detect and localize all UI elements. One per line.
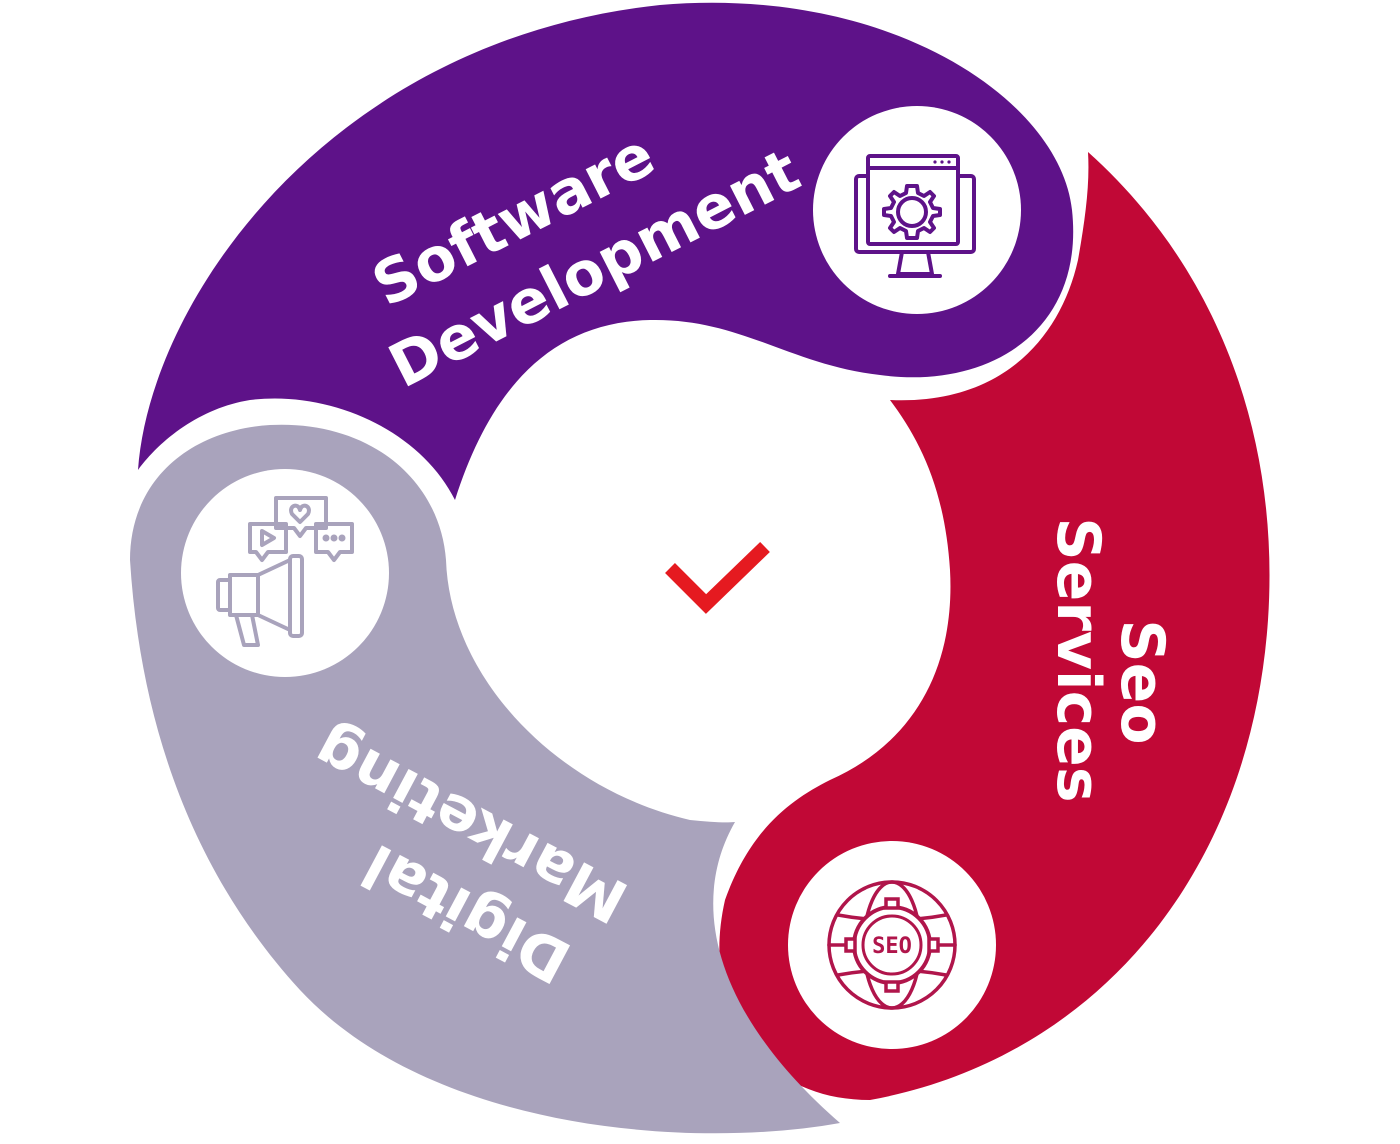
software-development-segment[interactable] xyxy=(138,2,1074,501)
megaphone-social-icon xyxy=(216,496,354,647)
seo-label-line-2: Services xyxy=(1043,517,1113,802)
software-development-icon-badge xyxy=(813,106,1021,314)
digital-marketing-icon-badge xyxy=(181,469,389,677)
checkmark-icon xyxy=(665,541,770,614)
seo-globe-icon: SEO xyxy=(827,880,957,1010)
seo-services-icon-badge: SEO xyxy=(788,841,996,1049)
seo-badge-text: SEO xyxy=(872,934,912,959)
seo-services-label: Seo Services xyxy=(1043,517,1177,802)
monitor-gear-icon xyxy=(854,154,976,278)
seo-label-line-1: Seo xyxy=(1107,619,1177,744)
